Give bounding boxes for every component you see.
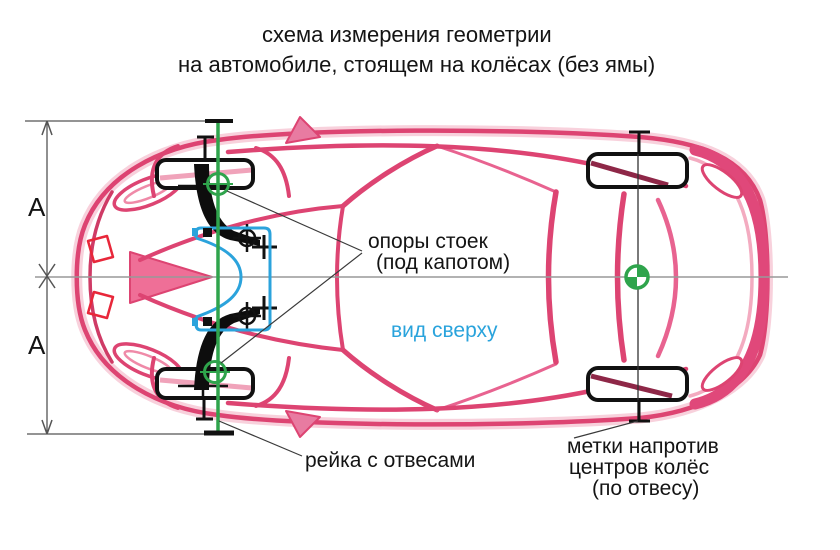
wheel-marks-label-line1: метки напротив	[567, 435, 719, 458]
frame-clamp-black-top	[203, 228, 212, 237]
wheel-marks	[196, 130, 650, 423]
plumb-rail-label: рейка с отвесами	[305, 449, 476, 472]
center-mass-marker	[624, 264, 650, 290]
front-arch-top-right	[254, 146, 291, 198]
rear-window-arc	[655, 197, 679, 359]
mirror-bottom	[285, 410, 321, 438]
streak-rear-top	[590, 160, 669, 188]
plumb-rail	[200, 119, 650, 436]
red-detail-bottom	[86, 290, 115, 320]
a-pillar-top	[340, 143, 440, 209]
hood-line-top	[138, 204, 345, 262]
side-sill-bottom	[435, 362, 558, 412]
side-sill-top	[435, 144, 558, 194]
red-detail-top	[86, 234, 115, 264]
page-title-line2: на автомобиле, стоящем на колёсах (без я…	[178, 52, 656, 77]
hood-line-bottom	[138, 293, 345, 352]
strut-support-marker-bottom	[200, 360, 230, 384]
strut-silhouette-top	[194, 164, 260, 246]
strut-supports-label-line1: опоры стоек	[368, 230, 488, 253]
wheel-mark-rear-bottom	[629, 400, 650, 423]
frame-clamp-blue-bottom	[192, 318, 198, 326]
taillight-bottom	[700, 356, 744, 392]
dimension-arrows	[38, 120, 56, 435]
a-pillar-bottom	[340, 347, 440, 413]
taillight-top	[700, 163, 744, 199]
wheel-mark-rear-top	[629, 130, 650, 154]
strut-supports-label-line2: (под капотом)	[376, 251, 511, 274]
dimension-line	[25, 120, 233, 435]
strut-support-marker-top	[203, 172, 233, 196]
windshield-base-arc	[335, 204, 345, 352]
strut-mount-target-bottom	[233, 296, 277, 330]
frame-clamp-blue-top	[192, 228, 198, 236]
wheel-mark-front-bottom	[196, 398, 213, 421]
page-title-line1: схема измерения геометрии	[262, 22, 552, 47]
leader-strut-bottom	[220, 252, 363, 364]
top-view-label: вид сверху	[391, 319, 498, 342]
dimension-label-front: А	[28, 192, 46, 222]
front-arch-top-left	[149, 144, 180, 198]
leader-wheel-marks	[573, 420, 639, 439]
leader-plumb-rail	[218, 420, 303, 457]
leader-lines	[218, 190, 639, 457]
frame-clamp-black-bottom	[203, 317, 212, 326]
front-arch-bottom-right	[254, 356, 291, 408]
streak-rear-bottom	[590, 373, 673, 399]
dimension-label-rear: А	[28, 330, 46, 360]
mirror-top	[285, 116, 321, 144]
wheel-marks-label-line2: центров колёс	[569, 456, 710, 479]
wheel-marks-label-line3: (по отвесу)	[592, 477, 700, 500]
wheel-mark-front-top	[197, 135, 214, 160]
leader-strut-top	[226, 190, 363, 252]
